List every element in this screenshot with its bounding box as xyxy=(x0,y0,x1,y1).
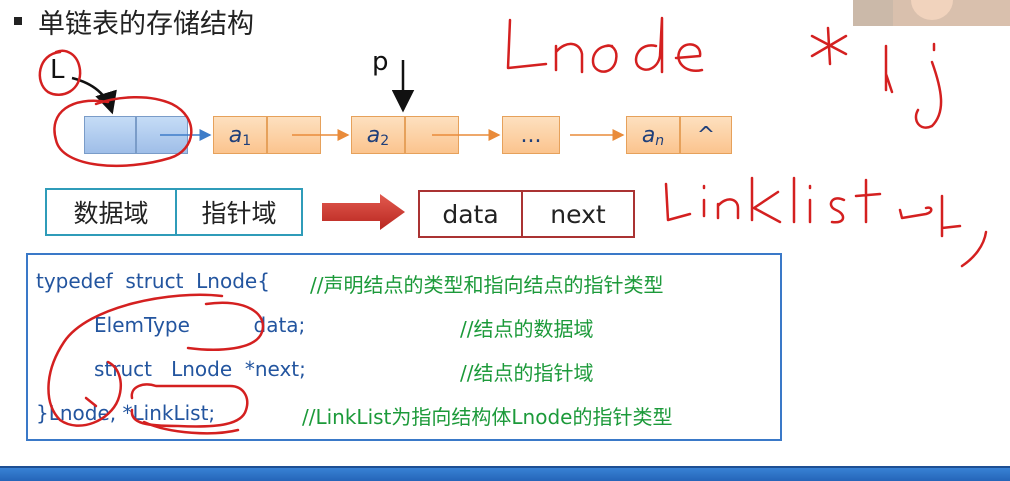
slide-title: 单链表的存储结构 xyxy=(38,9,254,40)
list-node-ellipsis: ... xyxy=(502,116,560,154)
code-comment-2: //结点的数据域 xyxy=(460,317,594,341)
code-line-3: struct Lnode *next; xyxy=(94,357,306,381)
data-field-label: 数据域 xyxy=(47,190,177,234)
L-pointer-arrow xyxy=(71,76,117,115)
field-legend-box: 数据域 指针域 xyxy=(45,188,303,236)
head-node-data-cell xyxy=(84,116,136,154)
code-line-1: typedef struct Lnode{ xyxy=(36,269,270,293)
node-next-cell xyxy=(267,116,321,154)
code-comment-4: //LinkList为指向结构体Lnode的指针类型 xyxy=(302,405,673,429)
transform-arrow-icon xyxy=(322,194,405,230)
node-structure-box: data next xyxy=(418,190,635,238)
code-line-2: ElemType data; xyxy=(94,313,306,337)
p-pointer-label: p xyxy=(372,47,389,77)
data-member-label: data xyxy=(420,192,523,236)
head-node-next-cell xyxy=(136,116,188,154)
head-pointer-label: L xyxy=(50,55,65,85)
code-line-4: }Lnode, *LinkList; xyxy=(36,401,216,425)
head-node xyxy=(84,116,188,154)
code-block: typedef struct Lnode{ //声明结点的类型和指向结点的指针类… xyxy=(26,253,782,441)
next-member-label: next xyxy=(550,199,606,229)
code-comment-3: //结点的指针域 xyxy=(460,361,594,385)
null-pointer-cell: ^ xyxy=(680,116,732,154)
footer-bar xyxy=(0,466,1010,481)
footer-divider xyxy=(0,466,1010,468)
node-next-cell xyxy=(405,116,459,154)
node-data-cell: ... xyxy=(502,116,560,154)
pointer-field-label: 指针域 xyxy=(201,199,277,228)
code-comment-1: //声明结点的类型和指向结点的指针类型 xyxy=(310,273,664,297)
title-bullet xyxy=(14,17,22,25)
webcam-feed xyxy=(853,0,1010,26)
